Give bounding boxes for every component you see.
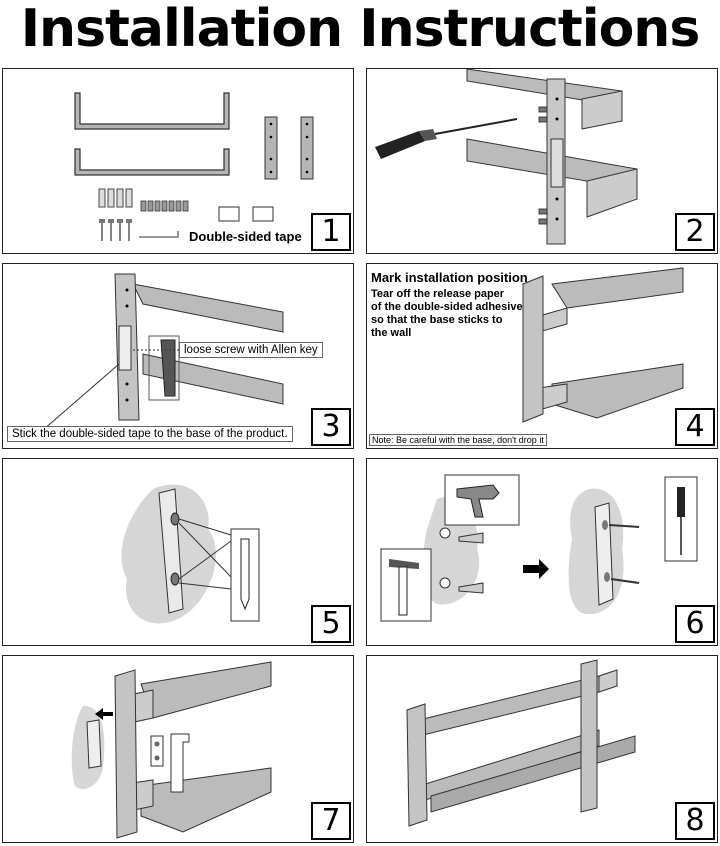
step-4-heading: Mark installation position: [371, 270, 528, 285]
pencil-marking-illustration: [121, 484, 260, 624]
step-4-line3: so that the base sticks to: [371, 314, 503, 326]
step-8-panel: 8: [366, 655, 718, 843]
step-3-panel: loose screw with Allen key Stick the dou…: [2, 263, 354, 449]
drill-anchor-illustration: [380, 474, 698, 622]
step-number: 3: [311, 408, 351, 446]
step-number: 7: [311, 802, 351, 840]
step-6-panel: 6: [366, 458, 718, 646]
step-7-panel: 7: [2, 655, 354, 843]
allen-key-tape-illustration: [42, 273, 284, 431]
step-number: 6: [675, 605, 715, 643]
step-4-note: Note: Be careful with the base, don't dr…: [369, 434, 547, 446]
loose-screw-callout: loose screw with Allen key: [179, 342, 323, 358]
finished-rack-illustration: [406, 659, 636, 827]
step-1-panel: Double-sided tape 1: [2, 68, 354, 254]
mark-position-illustration: [522, 267, 684, 423]
step-number: 8: [675, 802, 715, 840]
step-5-panel: 5: [2, 458, 354, 646]
double-sided-tape-label: Double-sided tape: [189, 229, 302, 244]
parts-illustration: [74, 92, 314, 241]
hang-rack-illustration: [71, 661, 272, 839]
step-4-line2: of the double-sided adhesive: [371, 301, 523, 313]
step-number: 4: [675, 408, 715, 446]
page-title: Installation Instructions: [20, 0, 701, 59]
step-number: 1: [311, 213, 351, 251]
stick-tape-callout: Stick the double-sided tape to the base …: [7, 426, 293, 442]
step-4-line4: the wall: [371, 327, 412, 339]
step-number: 2: [675, 213, 715, 251]
step-4-line1: Tear off the release paper: [371, 288, 505, 300]
step-2-panel: 2: [366, 68, 718, 254]
step-number: 5: [311, 605, 351, 643]
screwdriver-assembly-illustration: [375, 69, 638, 245]
step-4-panel: Mark installation position Tear off the …: [366, 263, 718, 449]
